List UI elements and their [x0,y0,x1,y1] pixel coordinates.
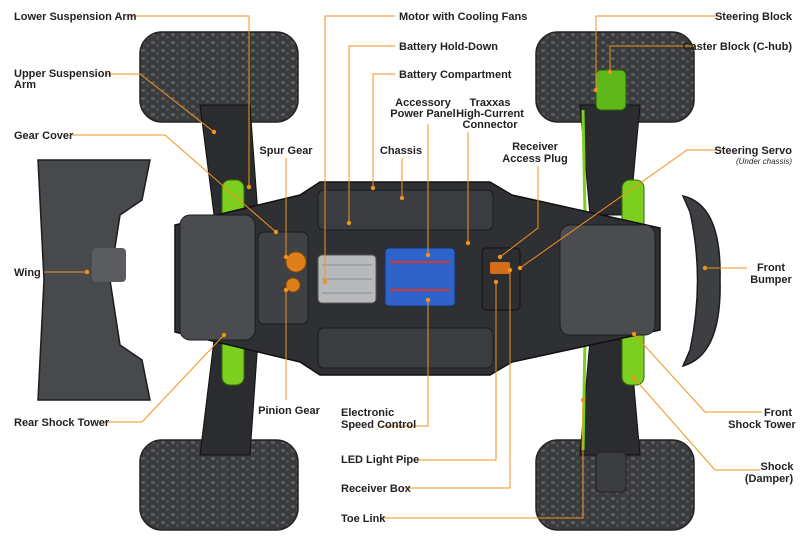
label-steering-servo: Steering Servo [714,145,792,157]
callout-labels: Lower Suspension Arm Upper Suspension Ar… [14,11,797,525]
label-battery-hold-down: Battery Hold-Down [399,41,498,53]
label-lower-suspension-arm: Lower Suspension Arm [14,11,137,23]
steering-block-bottom [595,451,627,493]
label-spur-gear: Spur Gear [259,145,313,157]
label-motor-with-cooling-fans: Motor with Cooling Fans [399,11,527,23]
label-front-bumper-line1: Front [757,262,785,274]
label-receiver-access-plug-line1: Receiver [512,141,559,153]
label-toe-link: Toe Link [341,513,386,525]
label-battery-compartment: Battery Compartment [399,69,512,81]
label-upper-suspension-arm-line2: Arm [14,79,36,91]
front-bumper-shape [681,194,721,368]
label-pinion-gear: Pinion Gear [258,405,320,417]
label-traxxas-connector-line2: High-Current [456,108,524,120]
label-shock-line1: Shock [760,461,794,473]
label-caster-block: Caster Block (C-hub) [683,41,793,53]
label-traxxas-connector-line1: Traxxas [470,97,511,109]
label-receiver-box: Receiver Box [341,483,412,495]
label-led-light-pipe: LED Light Pipe [341,454,419,466]
rear-shock-tower [179,214,256,341]
label-receiver-access-plug-line2: Access Plug [502,153,567,165]
label-electronic-speed-control-line2: Speed Control [341,419,416,431]
label-accessory-power-panel-line1: Accessory [395,97,452,109]
receiver-access-plug [490,262,510,274]
label-traxxas-connector-line3: Connector [463,119,519,131]
battery-compartment-bottom [317,327,494,369]
pinion-gear [285,277,301,293]
label-steering-block: Steering Block [715,11,793,23]
label-rear-shock-tower: Rear Shock Tower [14,417,110,429]
steering-block [595,69,627,111]
label-electronic-speed-control-line1: Electronic [341,407,394,419]
label-front-shock-tower-line1: Front [764,407,792,419]
label-front-bumper-line2: Bumper [750,274,792,286]
label-accessory-power-panel-line2: Power Panel [390,108,455,120]
label-wing: Wing [14,267,41,279]
gear-cover [257,231,309,325]
battery-compartment [317,189,494,231]
label-shock-line2: (Damper) [745,473,794,485]
label-steering-servo-note: (Under chassis) [736,157,792,166]
spur-gear [285,251,307,273]
front-shock-tower [559,224,656,336]
label-chassis: Chassis [380,145,422,157]
label-front-shock-tower-line2: Shock Tower [728,419,796,431]
toe-link-top [581,109,587,216]
leader-lines [44,15,762,519]
label-gear-cover: Gear Cover [14,130,74,142]
esc-battery-pack [384,247,456,307]
label-upper-suspension-arm-line1: Upper Suspension [14,68,111,80]
